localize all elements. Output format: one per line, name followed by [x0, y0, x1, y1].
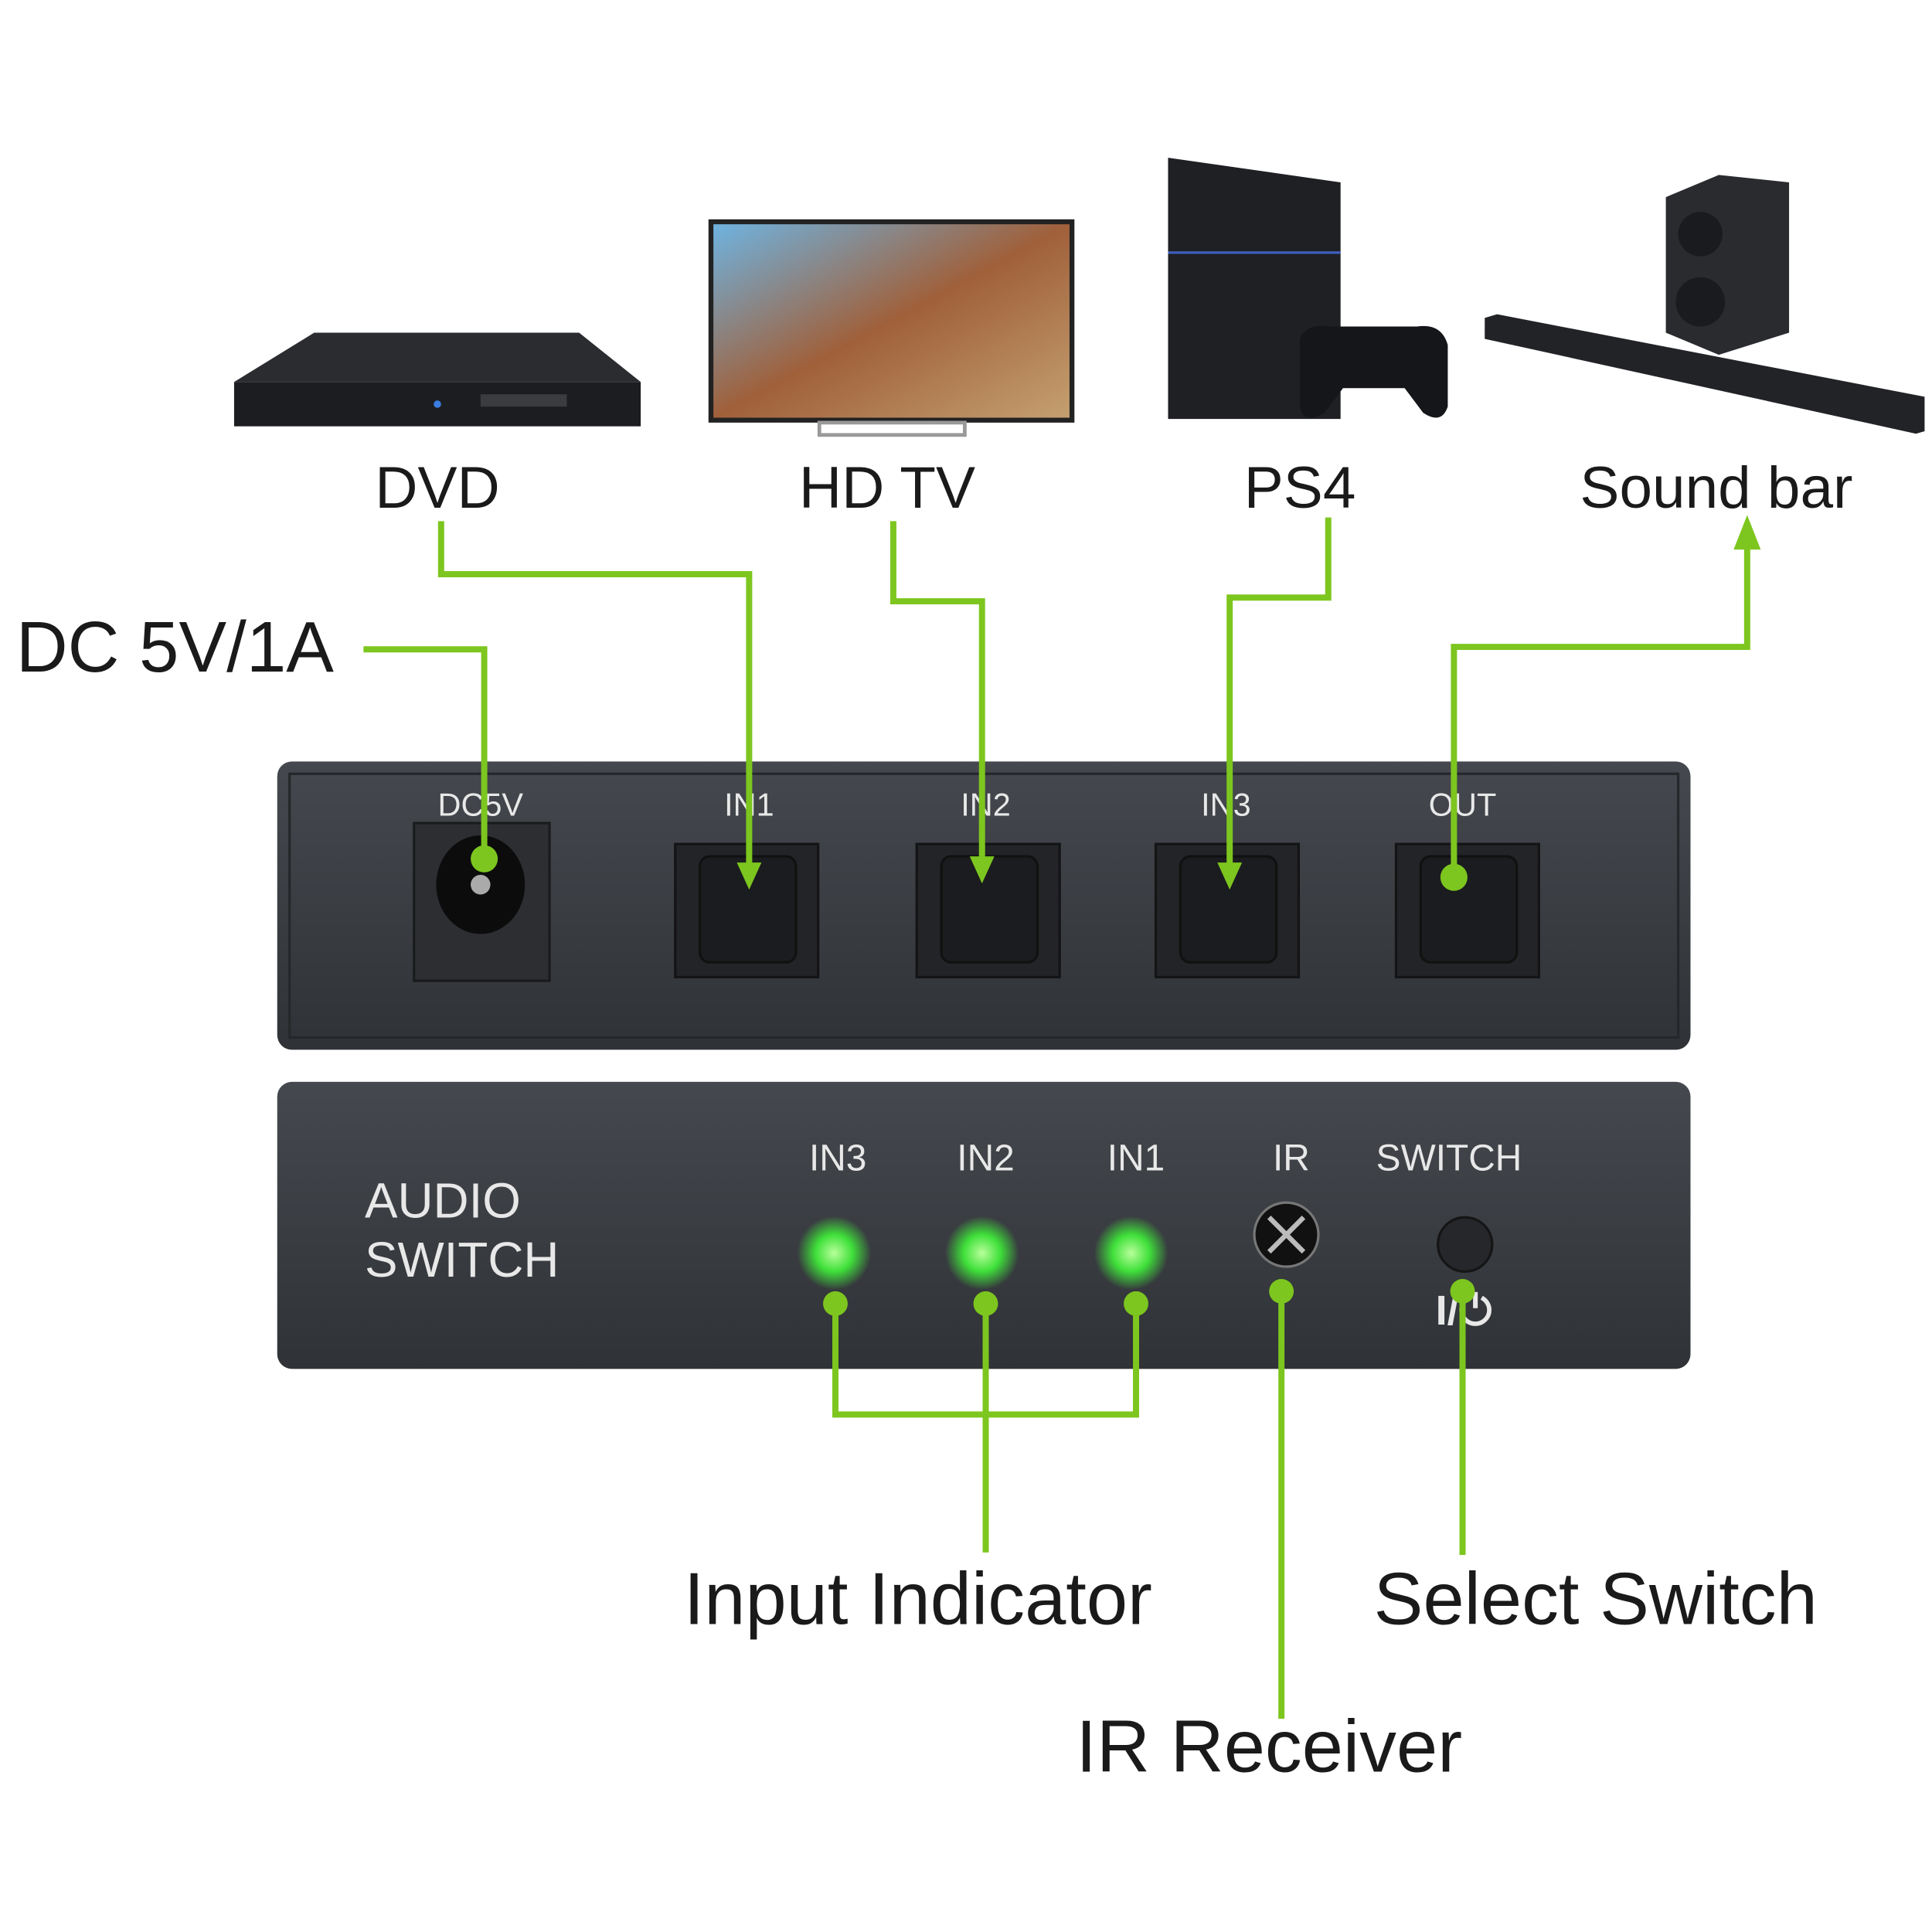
arrow-in3 [1217, 862, 1243, 890]
front-panel: AUDIO SWITCH IN3 IN2 IN1 IR SWITCH I/⏻ [277, 1081, 1691, 1369]
led-in1 [1094, 1216, 1168, 1291]
dot-switch [1450, 1278, 1475, 1304]
arrow-in2 [969, 856, 995, 884]
line-power [363, 646, 488, 863]
optical-port-in2 [915, 842, 1061, 978]
port-label-in2: IN2 [961, 786, 1010, 822]
switch-label: SWITCH [1376, 1138, 1522, 1179]
dot-out [1440, 863, 1468, 891]
ps4-label: PS4 [1244, 455, 1356, 521]
brand-line-2: SWITCH [365, 1232, 559, 1287]
ir-label: IR [1273, 1138, 1310, 1179]
led-in3 [797, 1216, 872, 1291]
tv-label: HD TV [799, 455, 975, 521]
ps4-image [1168, 158, 1448, 420]
line-tv-in2 [889, 521, 985, 863]
dot-dc [471, 845, 498, 872]
brand-line-1: AUDIO [365, 1172, 521, 1228]
line-out-soundbar [1451, 542, 1750, 878]
indicator-label-in3: IN3 [809, 1138, 866, 1179]
dvd-player-image [233, 332, 641, 427]
dvd-label: DVD [375, 455, 500, 521]
optical-port-out [1394, 842, 1540, 978]
port-label-out: OUT [1429, 786, 1496, 822]
rear-panel: DC5V IN1 IN2 IN3 OUT [277, 761, 1691, 1050]
arrow-soundbar [1733, 515, 1761, 550]
select-switch-button[interactable] [1437, 1216, 1494, 1274]
callout-select-switch: Select Switch [1374, 1557, 1818, 1640]
soundbar-image [1485, 175, 1925, 434]
power-label: DC 5V/1A [16, 607, 334, 687]
dot-ir [1269, 1278, 1294, 1304]
ir-receiver-icon [1253, 1201, 1320, 1268]
arrow-in1 [736, 862, 762, 890]
callout-input-indicator: Input Indicator [684, 1557, 1152, 1640]
line-ps4-in3 [1226, 517, 1332, 869]
dot-led-in3 [823, 1291, 848, 1316]
connector-lines [363, 517, 1750, 1719]
led-in2 [944, 1216, 1019, 1291]
connector-markers [471, 515, 1761, 1316]
line-dvd-in1 [437, 521, 753, 869]
dot-led-in2 [973, 1291, 998, 1316]
dot-led-in1 [1124, 1291, 1148, 1316]
callout-ir-receiver: IR Receiver [1076, 1706, 1462, 1788]
tv-image [708, 219, 1075, 437]
indicator-label-in2: IN2 [957, 1138, 1014, 1179]
indicator-label-in1: IN1 [1107, 1138, 1165, 1179]
soundbar-label: Sound bar [1580, 455, 1852, 521]
port-label-dc5v: DC5V [438, 786, 524, 822]
port-label-in3: IN3 [1201, 786, 1250, 822]
